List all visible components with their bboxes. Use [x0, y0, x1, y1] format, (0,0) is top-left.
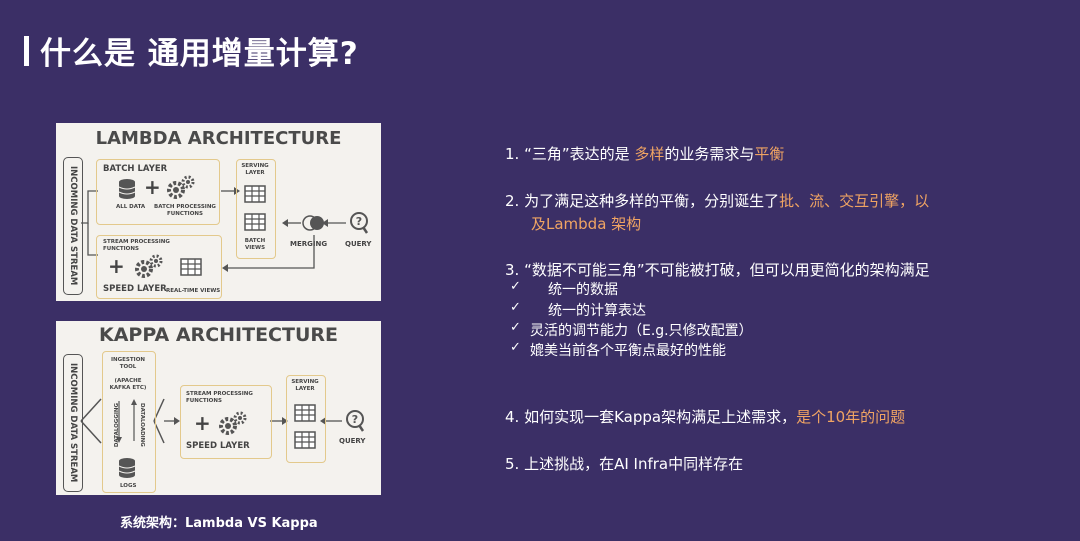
- kappa-ingestion-box: [102, 351, 156, 493]
- point-4: 4. 如何实现一套Kappa架构满足上述需求，是个10年的问题: [505, 406, 905, 427]
- lambda-stream-box: INCOMING DATA STREAM: [63, 157, 83, 295]
- batch-layer-label: BATCH LAYER: [103, 164, 168, 174]
- lambda-speed-layer-box: [96, 235, 222, 299]
- lambda-connectors: [81, 187, 346, 272]
- point-1-text-mid: 的业务需求与: [664, 145, 755, 163]
- table-icon: [294, 431, 316, 449]
- check-item-3: 灵活的调节能力（E.g.只修改配置）: [530, 323, 753, 339]
- stream-functions-label: STREAM PROCESSING FUNCTIONS: [103, 239, 170, 252]
- kappa-serving-layer-label: SERVING LAYER: [291, 379, 319, 392]
- point-4-highlight: 是个10年的问题: [796, 408, 906, 426]
- kappa-stream-functions-label: STREAM PROCESSING FUNCTIONS: [186, 391, 253, 404]
- plus-icon: +: [144, 175, 161, 199]
- table-icon: [244, 213, 266, 231]
- check-item-1: 统一的数据: [548, 282, 618, 298]
- kappa-speed-layer-box: [180, 385, 272, 459]
- kafka-label: (APACHE KAFKA ETC): [109, 378, 147, 391]
- table-icon: [180, 258, 202, 276]
- batch-functions-label: BATCH PROCESSING FUNCTIONS: [154, 204, 216, 217]
- table-icon: [294, 404, 316, 422]
- gears-icon: [219, 411, 247, 435]
- kappa-diagram: KAPPA ARCHITECTURE INCOMING DATA STREAM …: [56, 321, 381, 495]
- plus-icon: +: [108, 254, 125, 278]
- check-item-2: 统一的计算表达: [548, 303, 646, 319]
- kappa-speed-layer-label: SPEED LAYER: [186, 441, 250, 451]
- kappa-stream-label: INCOMING DATA STREAM: [68, 363, 78, 483]
- realtime-views-label: REAL-TIME VIEWS: [166, 288, 221, 294]
- point-1-text: 1. “三角”表达的是: [505, 145, 635, 163]
- point-2-line-2: 及Lambda 架构: [531, 215, 642, 233]
- lambda-diagram: LAMBDA ARCHITECTURE INCOMING DATA STREAM…: [56, 123, 381, 301]
- point-2-text: 2. 为了满足这种多样的平衡，分别诞生了: [505, 192, 780, 210]
- lambda-title: LAMBDA ARCHITECTURE: [95, 128, 342, 149]
- figure-caption: 系统架构：Lambda VS Kappa: [120, 516, 318, 531]
- plus-icon: +: [194, 411, 211, 435]
- database-icon: [118, 458, 136, 478]
- svg-text:?: ?: [352, 413, 358, 426]
- gears-icon: [167, 175, 195, 199]
- merging-label: MERGING: [290, 240, 328, 248]
- lambda-batch-layer-box: [96, 159, 220, 225]
- dataloading-label: DATALOADING: [139, 403, 145, 447]
- query-icon: ?: [346, 410, 365, 432]
- table-icon: [244, 185, 266, 203]
- title-accent-bar: [24, 36, 29, 66]
- serving-layer-label: SERVING LAYER: [241, 163, 269, 176]
- point-5: 5. 上述挑战，在AI Infra中同样存在: [505, 455, 744, 473]
- check-icon: ✓: [510, 340, 521, 355]
- point-2-line-1: 2. 为了满足这种多样的平衡，分别诞生了批、流、交互引擎，以: [505, 190, 929, 211]
- kappa-serving-layer-box: [286, 375, 326, 463]
- point-4-text: 4. 如何实现一套Kappa架构满足上述需求，: [505, 408, 797, 426]
- batch-views-label: BATCH VIEWS: [244, 238, 266, 251]
- lambda-serving-layer-box: [236, 159, 276, 259]
- database-icon: [118, 179, 136, 199]
- point-2-highlight: 批、流、交互引擎，以: [779, 192, 930, 210]
- kappa-title: KAPPA ARCHITECTURE: [99, 324, 338, 346]
- ingestion-label: INGESTION TOOL: [111, 357, 145, 370]
- all-data-label: ALL DATA: [116, 204, 146, 210]
- point-3: 3. “数据不可能三角”不可能被打破，但可以用更简化的架构满足: [505, 261, 930, 279]
- page-title: 什么是 通用增量计算?: [40, 36, 359, 72]
- logs-label: LOGS: [120, 483, 137, 489]
- speed-layer-label: SPEED LAYER: [103, 284, 167, 294]
- check-icon: ✓: [510, 279, 521, 294]
- check-item-4: 媲美当前各个平衡点最好的性能: [530, 343, 726, 359]
- svg-text:?: ?: [356, 215, 362, 228]
- query-icon: ?: [350, 212, 369, 234]
- query-label: QUERY: [345, 240, 372, 248]
- lambda-stream-label: INCOMING DATA STREAM: [68, 166, 78, 286]
- point-1-highlight-2: 平衡: [754, 145, 785, 163]
- kappa-query-label: QUERY: [339, 437, 366, 445]
- datalogging-label: DATALOGGING: [114, 403, 120, 448]
- point-1: 1. “三角”表达的是 多样的业务需求与平衡: [505, 143, 784, 164]
- point-1-highlight: 多样: [634, 145, 665, 163]
- merging-icon: [302, 215, 324, 231]
- kappa-connectors: [80, 398, 342, 444]
- check-icon: ✓: [510, 300, 521, 315]
- gears-icon: [135, 254, 163, 278]
- check-icon: ✓: [510, 320, 521, 335]
